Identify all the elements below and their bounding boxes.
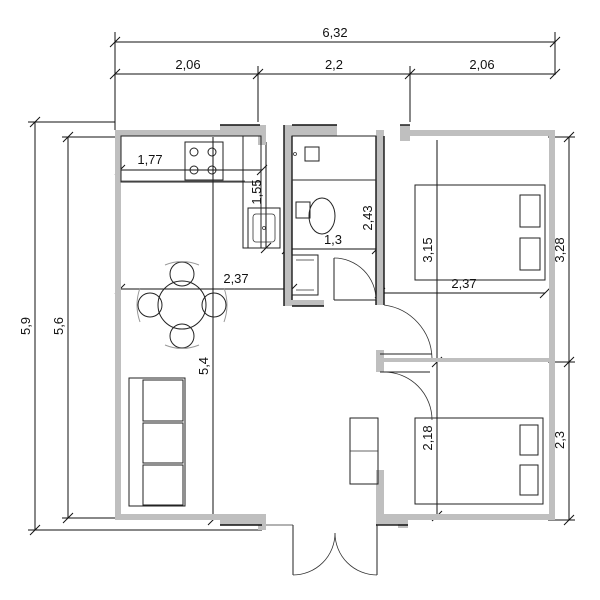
bathroom	[291, 135, 377, 301]
bath-width-label: 1,3	[324, 232, 342, 247]
segment-left-label: 2,06	[175, 57, 200, 72]
bedroom1-height-label: 3,15	[420, 237, 435, 262]
dining-table	[136, 261, 228, 349]
bedroom2-outer-height-label: 2,3	[552, 431, 567, 449]
bedroom1-width-label: 2,37	[451, 276, 476, 291]
walls	[115, 125, 555, 530]
bedroom2-height-label: 2,18	[420, 425, 435, 450]
segment-right-label: 2,06	[469, 57, 494, 72]
inner-height-label: 5,6	[51, 317, 66, 335]
bedroom1-outer-height-label: 3,28	[552, 237, 567, 262]
stove	[184, 141, 224, 181]
living-width-label: 2,37	[223, 271, 248, 286]
bath-sink	[304, 146, 320, 162]
bath-height-label: 2,43	[360, 205, 375, 230]
shower	[291, 254, 319, 296]
entry-door	[266, 524, 398, 576]
overall-width-label: 6,32	[322, 25, 347, 40]
dimension-labels: 6,32 2,06 2,2 2,06 5,9 5,6 1,77 1,55 2,4…	[18, 25, 567, 451]
bed-1	[414, 184, 546, 281]
living-height-label: 5,4	[196, 357, 211, 375]
toilet-tank	[295, 201, 311, 219]
bedroom-1	[380, 184, 546, 359]
kitchen-depth-label: 1,55	[249, 179, 264, 204]
dimension-lines	[28, 32, 575, 536]
counter-width-label: 1,77	[137, 152, 162, 167]
sofa	[128, 377, 186, 507]
kitchen-sink	[247, 207, 281, 249]
kitchen	[120, 135, 281, 249]
toilet	[308, 197, 336, 235]
segment-mid-label: 2,2	[325, 57, 343, 72]
bedroom-2	[349, 371, 544, 505]
outer-height-label: 5,9	[18, 317, 33, 335]
bed-2	[414, 417, 544, 505]
